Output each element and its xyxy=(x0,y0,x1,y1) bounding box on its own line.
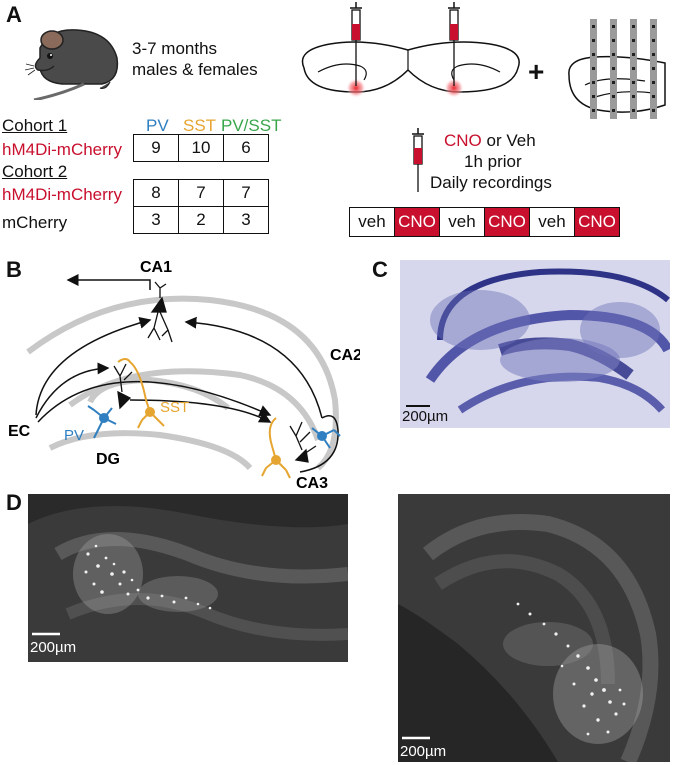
injection-diagram xyxy=(301,2,520,98)
daily-recordings-text: Daily recordings xyxy=(430,173,552,192)
table-cell: 8 xyxy=(133,179,179,207)
table-row: 9 10 6 xyxy=(133,134,269,162)
cno-word: CNO xyxy=(444,131,482,150)
nissl-stain-image xyxy=(400,260,670,428)
mouse-age-text: 3-7 months xyxy=(132,39,218,58)
pv-interneuron xyxy=(87,405,117,439)
dg-lower-blade xyxy=(48,430,253,471)
cohort2-label: Cohort 2 xyxy=(2,162,68,181)
timing-text: 1h prior xyxy=(464,152,522,171)
table-cell: 6 xyxy=(223,134,269,162)
sst-label: SST xyxy=(160,399,189,416)
hippocampus-circuit-diagram: CA1 CA2 CA3 DG EC PV SST xyxy=(8,259,360,490)
table-cell: 7 xyxy=(223,179,269,207)
panel-letter-c: C xyxy=(372,257,388,282)
syringe-left-icon xyxy=(350,2,362,86)
table-cell: 9 xyxy=(133,134,179,162)
schedule-day-5: veh xyxy=(530,208,575,236)
header-sst: SST xyxy=(183,116,217,135)
ca1-label: CA1 xyxy=(140,259,172,276)
table-cell: 10 xyxy=(178,134,224,162)
schedule-day-2: CNO xyxy=(395,208,440,236)
treatment-schedule: veh CNO veh CNO veh CNO xyxy=(349,207,620,237)
electrode-array-diagram xyxy=(568,19,666,119)
cohort1-table: 9 10 6 xyxy=(133,134,269,162)
scalebar-c-label: 200µm xyxy=(402,408,449,425)
ca1-output-arrow xyxy=(66,274,151,290)
ca-pyramidal-layer xyxy=(26,295,339,471)
ec-to-ca1-arrow xyxy=(35,316,152,416)
table-cell: 3 xyxy=(223,206,269,234)
cohort2-table: 8 7 7 3 2 3 xyxy=(133,179,269,234)
ec-to-ca3-arrow xyxy=(37,380,272,423)
table-cell: 3 xyxy=(133,206,179,234)
ca1-pyramidal-cell xyxy=(147,281,173,343)
ec-label: EC xyxy=(8,423,31,440)
cno-or-veh-text: CNO or Veh xyxy=(444,130,536,151)
fluorescence-image-right xyxy=(398,494,670,762)
dg-label: DG xyxy=(96,451,120,468)
schedule-day-1: veh xyxy=(350,208,395,236)
plus-sign: + xyxy=(528,56,545,87)
sst-interneuron xyxy=(117,358,165,429)
header-pv: PV xyxy=(146,116,169,135)
table-row: 3 2 3 xyxy=(133,206,269,234)
mouse-sex-text: males & females xyxy=(132,60,258,79)
dg-granule-cell xyxy=(113,363,133,410)
panel-letter-a: A xyxy=(6,2,22,27)
ca3-sst-interneuron xyxy=(261,417,291,479)
ca3-label: CA3 xyxy=(296,475,328,490)
table-row: 8 7 7 xyxy=(133,179,269,207)
table-cell: 2 xyxy=(178,206,224,234)
cohort2-row2-label: mCherry xyxy=(2,213,68,232)
cohort1-row-label: hM4Di-mCherry xyxy=(2,140,122,159)
ca2-label: CA2 xyxy=(330,347,360,364)
mouse-illustration xyxy=(24,29,119,100)
or-veh-word: or Veh xyxy=(481,131,536,150)
pv-label: PV xyxy=(64,427,84,444)
cno-syringe-icon xyxy=(412,128,424,192)
schedule-day-3: veh xyxy=(440,208,485,236)
header-pv-sst: PV/SST xyxy=(221,116,282,135)
syringe-right-icon xyxy=(448,2,460,86)
ec-to-dg-arrow xyxy=(35,362,110,419)
ca3-pyramidal-cell xyxy=(289,421,317,463)
dg-upper-blade xyxy=(87,376,230,411)
ca3-pv-interneuron xyxy=(311,427,341,449)
fluorescence-image-left xyxy=(28,494,348,662)
schedule-day-4: CNO xyxy=(485,208,530,236)
ca3-to-ca1-arrow xyxy=(184,316,323,419)
panel-letter-b: B xyxy=(6,257,22,282)
table-cell: 7 xyxy=(178,179,224,207)
panel-letter-d: D xyxy=(6,490,22,515)
cohort2-row1-label: hM4Di-mCherry xyxy=(2,185,122,204)
scalebar-d-right-label: 200µm xyxy=(400,743,447,760)
dg-to-ca3-arrow xyxy=(129,399,272,423)
scalebar-d-left-label: 200µm xyxy=(30,639,77,656)
cohort1-label: Cohort 1 xyxy=(2,116,68,135)
ca3-recurrent-arrow xyxy=(299,415,339,473)
inner-layer xyxy=(68,368,321,442)
schedule-day-6: CNO xyxy=(575,208,619,236)
